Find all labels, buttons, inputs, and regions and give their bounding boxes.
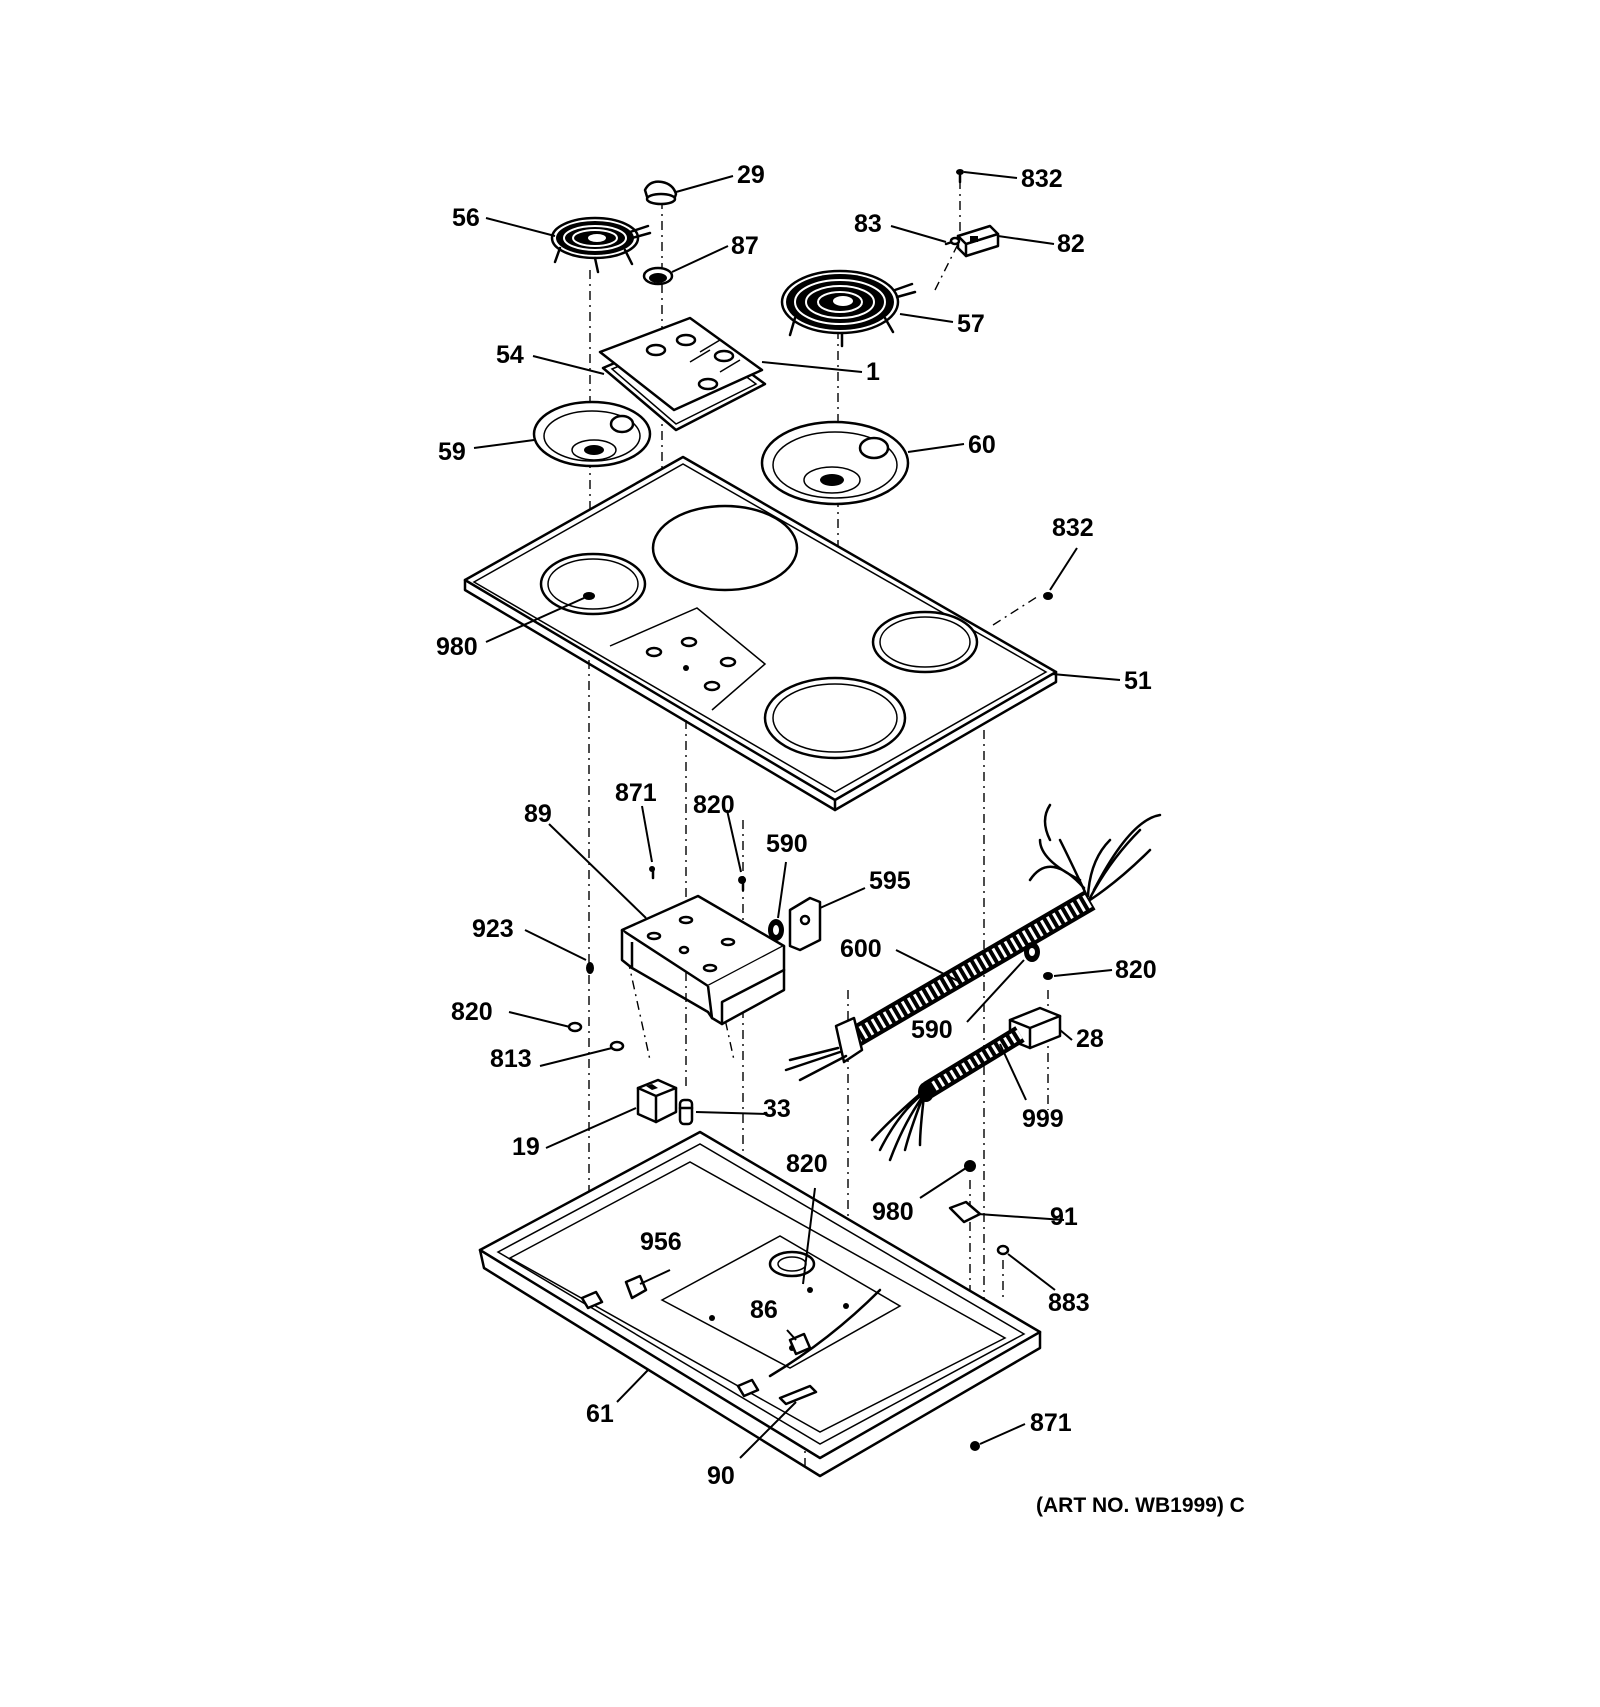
label-57: 57 (957, 310, 985, 338)
label-590-lower: 590 (911, 1016, 953, 1044)
label-871-top: 871 (615, 779, 657, 807)
label-61: 61 (586, 1400, 614, 1428)
grommet-590-lower (1024, 942, 1040, 962)
label-28: 28 (1076, 1025, 1104, 1053)
label-60: 60 (968, 431, 996, 459)
label-980-top: 980 (436, 633, 478, 661)
label-883: 883 (1048, 1289, 1090, 1317)
label-59: 59 (438, 438, 466, 466)
label-820-left: 820 (451, 998, 493, 1026)
label-590-upper: 590 (766, 830, 808, 858)
bracket-91 (948, 1200, 982, 1224)
surface-unit-left-56 (550, 216, 652, 274)
bracket-89 (620, 894, 786, 1026)
label-91: 91 (1050, 1203, 1078, 1231)
label-19: 19 (512, 1133, 540, 1161)
label-980-lower: 980 (872, 1198, 914, 1226)
label-1: 1 (866, 358, 880, 386)
label-89: 89 (524, 800, 552, 828)
label-600: 600 (840, 935, 882, 963)
label-820-lower: 820 (786, 1150, 828, 1178)
label-54: 54 (496, 341, 524, 369)
control-panel-glass-1 (598, 316, 764, 412)
knob-bezel-87 (642, 266, 674, 286)
wire-conduit-600 (784, 803, 1162, 1082)
label-51: 51 (1124, 667, 1152, 695)
label-923: 923 (472, 915, 514, 943)
clip-956 (624, 1274, 648, 1300)
surface-unit-right-57 (780, 269, 917, 348)
label-87: 87 (731, 232, 759, 260)
label-595: 595 (869, 867, 911, 895)
terminal-block-82 (956, 224, 1000, 258)
label-956: 956 (640, 1228, 682, 1256)
screw-832-top (956, 169, 964, 184)
label-820-upper: 820 (693, 791, 735, 819)
art-number: (ART NO. WB1999) C (1036, 1494, 1245, 1517)
label-83: 83 (854, 210, 882, 238)
label-813: 813 (490, 1045, 532, 1073)
label-820-right: 820 (1115, 956, 1157, 984)
label-832-top: 832 (1021, 165, 1063, 193)
label-29: 29 (737, 161, 765, 189)
label-56: 56 (452, 204, 480, 232)
plate-595 (788, 896, 822, 952)
wire-harness-999 (870, 1026, 1025, 1162)
label-90: 90 (707, 1462, 735, 1490)
bracket-90 (778, 1384, 818, 1406)
base-pan-61 (478, 1130, 1042, 1478)
grommet-590-upper (768, 919, 784, 941)
label-86: 86 (750, 1296, 778, 1324)
knob-29 (643, 180, 678, 206)
label-999: 999 (1022, 1105, 1064, 1133)
label-82: 82 (1057, 230, 1085, 258)
cooktop-51 (463, 455, 1058, 812)
clip-61-tab (580, 1290, 760, 1398)
switch-19 (636, 1078, 678, 1124)
drip-pan-left-59 (532, 400, 652, 468)
label-33: 33 (763, 1095, 791, 1123)
screw-83 (944, 236, 961, 246)
fuse-33 (678, 1098, 694, 1126)
drip-pan-right-60 (760, 420, 910, 506)
part-number-labels: 56 29 87 832 83 82 57 1 54 59 60 832 51 … (436, 161, 1245, 1517)
label-871-lower: 871 (1030, 1409, 1072, 1437)
screws (567, 866, 1053, 1451)
leader-lines (473, 171, 1121, 1459)
label-832-right: 832 (1052, 514, 1094, 542)
